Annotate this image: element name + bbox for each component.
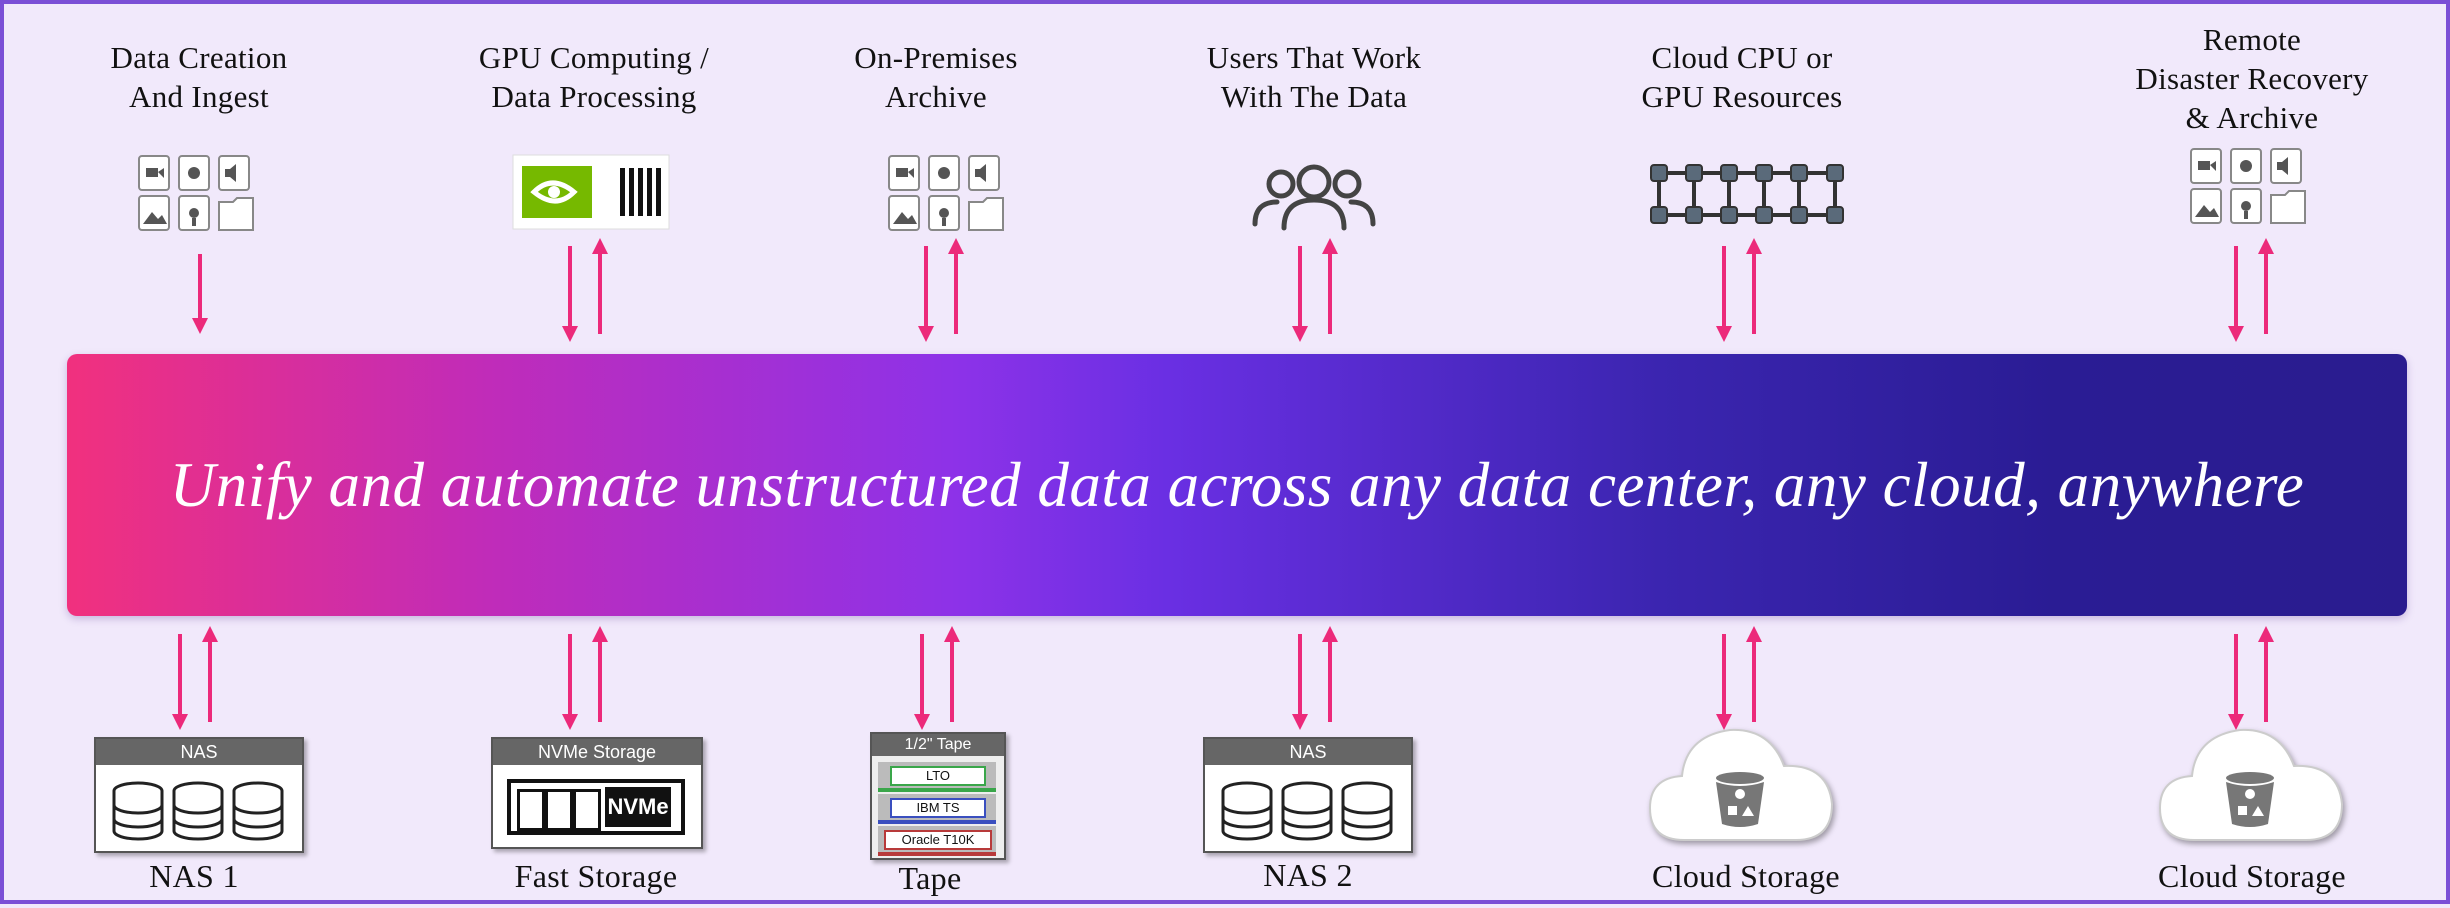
nvme-icon: NVMe Storage NVMe xyxy=(491,737,703,849)
nas-icon: NAS xyxy=(1203,737,1413,853)
nvme-device-label: NVMe Storage xyxy=(493,739,701,765)
bottom-label-nas2: NAS 2 xyxy=(1263,857,1353,893)
nas-icon: NAS xyxy=(94,737,304,853)
media-files-icon xyxy=(2190,148,2306,224)
top-label-on-prem-archive: On-Premises Archive xyxy=(854,40,1018,114)
tape-slot: LTO xyxy=(878,762,996,792)
top-label-gpu-computing: GPU Computing / Data Processing xyxy=(478,40,710,114)
top-label-remote-dr: Remote Disaster Recovery & Archive xyxy=(2135,22,2369,135)
bottom-label-tape: Tape xyxy=(898,860,962,896)
nvidia-gpu-icon xyxy=(512,154,670,230)
bottom-label-nas1: NAS 1 xyxy=(149,858,239,894)
nas-device-label: NAS xyxy=(96,739,302,765)
tape-label-ibm: IBM TS xyxy=(890,798,986,818)
connector-arrows xyxy=(172,238,2274,730)
unify-banner: Unify and automate unstructured data acr… xyxy=(67,354,2407,616)
tape-label-oracle: Oracle T10K xyxy=(884,830,992,850)
nvme-chip: NVMe xyxy=(605,787,671,827)
top-label-data-creation: Data Creation And Ingest xyxy=(110,40,288,114)
users-icon xyxy=(1252,164,1376,231)
banner-text: Unify and automate unstructured data acr… xyxy=(169,449,2305,520)
compute-nodes-icon xyxy=(1650,164,1844,224)
bottom-label-fast-storage: Fast Storage xyxy=(514,858,678,894)
tape-slot: Oracle T10K xyxy=(878,826,996,856)
top-label-cloud-compute: Cloud CPU or GPU Resources xyxy=(1641,40,1843,114)
database-cylinders-icon xyxy=(1221,781,1393,841)
media-files-icon xyxy=(888,155,1004,231)
bottom-label-cloud-storage-1: Cloud Storage xyxy=(1652,858,1840,894)
media-files-icon xyxy=(138,155,254,231)
tape-library-icon: 1/2" Tape LTO IBM TS Oracle T10K xyxy=(870,732,1006,860)
cloud-bucket-icon xyxy=(2158,728,2344,841)
tape-slot: IBM TS xyxy=(878,794,996,824)
tape-device-label: 1/2" Tape xyxy=(872,734,1004,756)
cloud-bucket-icon xyxy=(1648,728,1834,841)
nvme-drive: NVMe xyxy=(507,779,685,835)
database-cylinders-icon xyxy=(112,781,284,841)
top-label-users: Users That Work With The Data xyxy=(1206,40,1422,114)
nas-device-label: NAS xyxy=(1205,739,1411,765)
tape-label-lto: LTO xyxy=(890,766,986,786)
bottom-label-cloud-storage-2: Cloud Storage xyxy=(2158,858,2346,894)
